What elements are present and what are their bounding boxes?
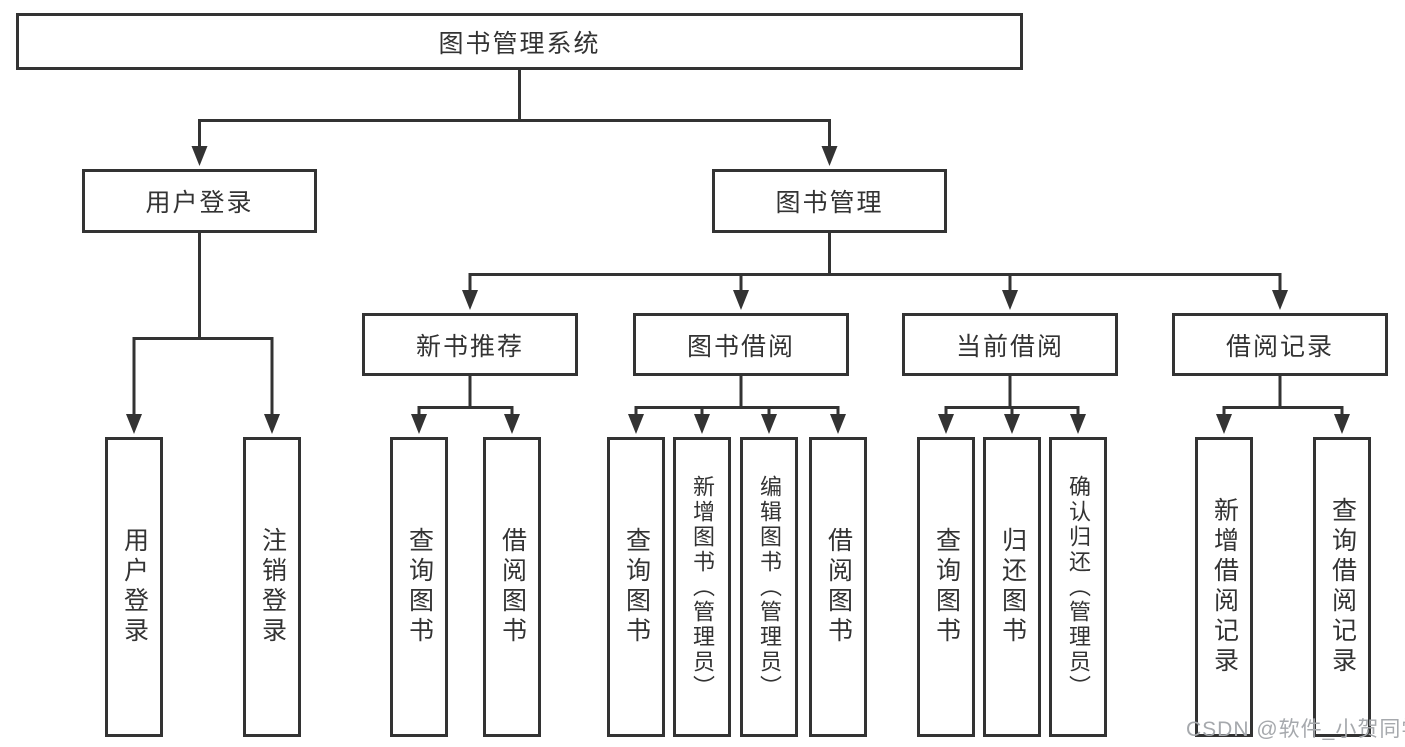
arrowheads-current-borrow-branch [938, 414, 1086, 434]
leaf-return-books: 归还图书 [983, 437, 1041, 737]
leaf-borrow-books-recommend: 借阅图书 [483, 437, 541, 737]
connector-current-borrow-branch [944, 376, 1080, 416]
leaf-query-books-recommend-label: 查询图书 [405, 527, 434, 647]
node-root-label: 图书管理系统 [438, 29, 601, 58]
leaf-add-borrow-record: 新增借阅记录 [1195, 437, 1253, 737]
leaf-return-books-label: 归还图书 [998, 527, 1027, 647]
node-new-book-recommendation: 新书推荐 [362, 313, 578, 376]
node-borrowing-records: 借阅记录 [1172, 313, 1388, 376]
arrowheads-root-to-level2 [191, 146, 838, 166]
leaf-query-borrow-record: 查询借阅记录 [1313, 437, 1371, 737]
leaf-logout-label: 注销登录 [258, 527, 287, 647]
leaf-edit-book-admin-label: 编辑图书（管理员） [757, 474, 782, 700]
leaf-borrow-books: 借阅图书 [809, 437, 867, 737]
connector-root-to-level2 [198, 69, 831, 148]
connector-user-login-branch [132, 233, 274, 415]
leaf-query-books-current: 查询图书 [917, 437, 975, 737]
leaf-borrow-books-recommend-label: 借阅图书 [498, 527, 527, 647]
node-current-borrowing-label: 当前借阅 [955, 332, 1064, 361]
arrowheads-borrow-record-branch [1216, 414, 1350, 434]
connector-borrow-record-branch [1222, 376, 1344, 416]
csdn-watermark: CSDN @软件_小贺同学 [1186, 718, 1405, 741]
leaf-add-book-admin: 新增图书（管理员） [673, 437, 731, 737]
leaf-user-login: 用户登录 [105, 437, 163, 737]
node-book-management-label: 图书管理 [775, 189, 884, 217]
leaf-query-books-borrow: 查询图书 [607, 437, 665, 737]
leaf-confirm-return-admin: 确认归还（管理员） [1049, 437, 1107, 737]
leaf-query-books-current-label: 查询图书 [932, 527, 961, 647]
leaf-borrow-books-label: 借阅图书 [824, 527, 853, 647]
connector-book-borrow-branch [634, 376, 840, 416]
leaf-add-book-admin-label: 新增图书（管理员） [690, 474, 715, 700]
leaf-query-books-recommend: 查询图书 [390, 437, 448, 737]
arrowheads-book-management-branch [462, 290, 1288, 310]
leaf-user-login-label: 用户登录 [120, 527, 149, 647]
leaf-add-borrow-record-label: 新增借阅记录 [1210, 497, 1239, 677]
node-user-login: 用户登录 [82, 169, 317, 233]
node-book-borrowing-label: 图书借阅 [686, 332, 795, 361]
leaf-edit-book-admin: 编辑图书（管理员） [740, 437, 798, 737]
leaf-logout: 注销登录 [243, 437, 301, 737]
connector-book-management-branch [468, 233, 1282, 292]
node-new-book-recommendation-label: 新书推荐 [415, 332, 524, 361]
leaf-confirm-return-admin-label: 确认归还（管理员） [1066, 474, 1091, 700]
node-current-borrowing: 当前借阅 [902, 313, 1118, 376]
node-borrowing-records-label: 借阅记录 [1225, 332, 1334, 361]
leaf-query-books-borrow-label: 查询图书 [622, 527, 651, 647]
node-user-login-label: 用户登录 [145, 189, 254, 217]
arrowheads-new-book-branch [411, 414, 520, 434]
arrowheads-user-login-branch [126, 414, 280, 434]
leaf-query-borrow-record-label: 查询借阅记录 [1328, 497, 1357, 677]
connector-new-book-branch [417, 376, 514, 416]
node-book-borrowing: 图书借阅 [633, 313, 849, 376]
arrowheads-book-borrow-branch [628, 414, 846, 434]
node-root: 图书管理系统 [16, 13, 1023, 70]
node-book-management: 图书管理 [712, 169, 947, 233]
